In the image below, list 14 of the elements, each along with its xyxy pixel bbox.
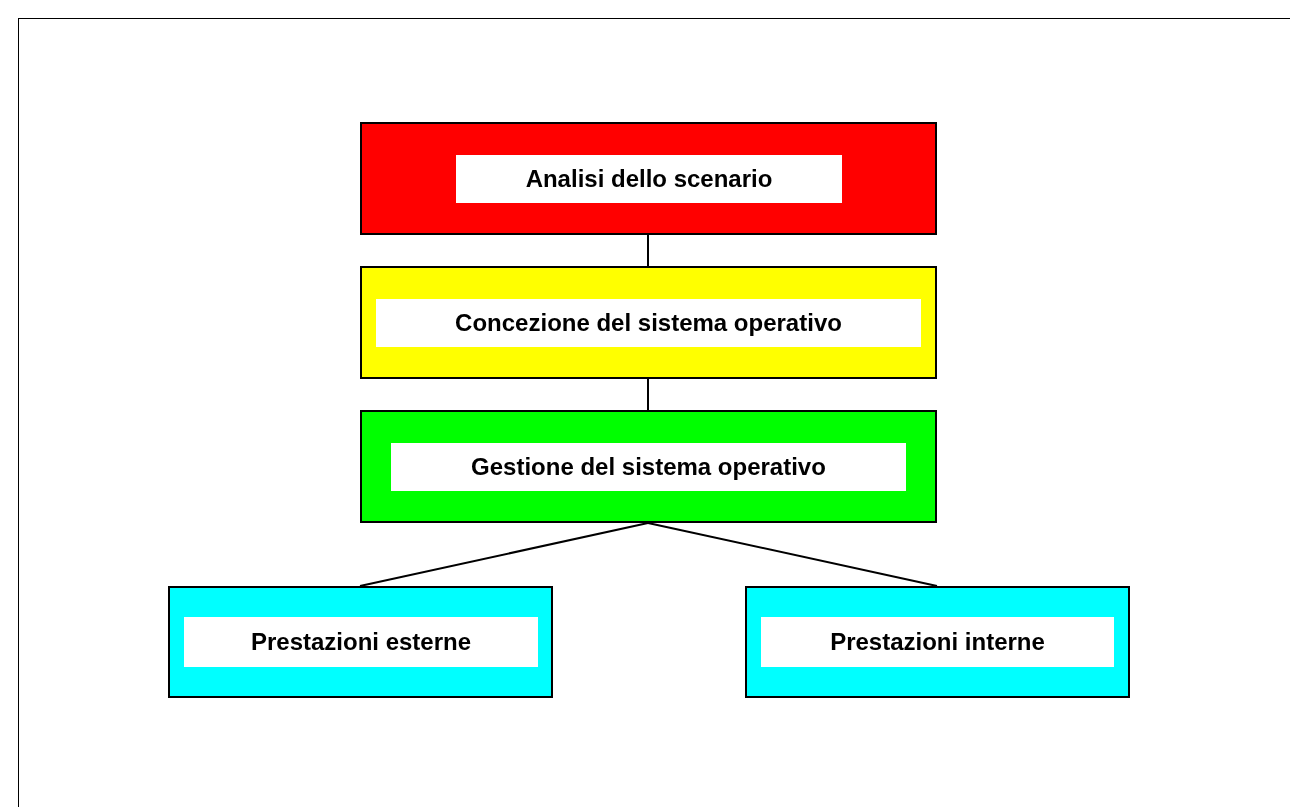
box-label: Prestazioni interne <box>761 617 1114 667</box>
process-box <box>360 122 937 235</box>
connector-line <box>359 522 649 587</box>
process-box <box>360 410 937 523</box>
connector-line <box>647 378 649 411</box>
connector-line <box>647 522 938 587</box>
box-label: Prestazioni esterne <box>184 617 538 667</box>
box-label: Concezione del sistema operativo <box>376 299 921 347</box>
process-box <box>360 266 937 379</box>
box-label: Analisi dello scenario <box>456 155 842 203</box>
process-box <box>168 586 553 698</box>
process-box <box>745 586 1130 698</box>
box-label: Gestione del sistema operativo <box>391 443 906 491</box>
connector-line <box>647 234 649 267</box>
